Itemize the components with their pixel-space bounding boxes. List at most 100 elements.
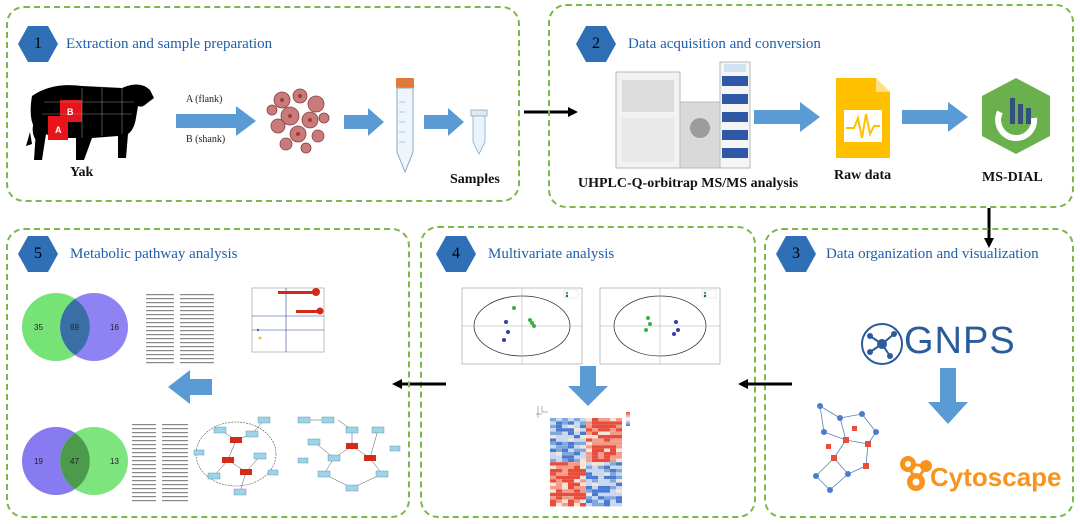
venn-diagram-top: 35 69 16 — [22, 293, 128, 361]
shank-label: B (shank) — [186, 134, 226, 145]
heatmap-cell — [598, 438, 604, 442]
heatmap-cell — [598, 428, 604, 432]
table-line — [132, 460, 156, 462]
heatmap-cell — [550, 489, 556, 493]
heatmap-cell — [550, 486, 556, 490]
heatmap-cell — [610, 486, 616, 490]
table-line — [180, 338, 214, 340]
table-line — [146, 362, 174, 364]
heatmap-cell — [580, 431, 586, 435]
heatmap-cell — [550, 438, 556, 442]
heatmap-cell — [592, 445, 598, 449]
heatmap-cell — [610, 421, 616, 425]
venn-diagram-bottom: 19 47 13 — [22, 427, 128, 495]
yak-label: Yak — [70, 165, 94, 180]
heatmap-cell — [568, 472, 574, 476]
table-line — [132, 472, 156, 474]
heatmap-cell — [574, 499, 580, 503]
heatmap-cell — [556, 435, 562, 439]
table-line — [162, 456, 188, 458]
table-line — [132, 468, 156, 470]
table-line — [162, 484, 188, 486]
table-line — [180, 330, 214, 332]
table-line — [180, 310, 214, 312]
table-line — [162, 480, 188, 482]
table-line — [162, 464, 188, 466]
heatmap-cell — [568, 475, 574, 480]
table-line — [180, 346, 214, 348]
heatmap-cell — [580, 435, 586, 439]
heatmap-cell — [586, 428, 592, 432]
heatmap-cell — [610, 431, 616, 435]
venn-top-right-count: 16 — [110, 323, 119, 332]
heatmap-cell — [550, 445, 556, 449]
heatmap-cell — [616, 445, 622, 449]
heatmap-cell — [580, 496, 586, 500]
heatmap-cell — [562, 472, 568, 476]
venn-top-shared-count: 69 — [70, 323, 79, 332]
table-line — [146, 294, 174, 296]
heatmap-cell — [550, 435, 556, 439]
heatmap-cell — [568, 482, 574, 486]
panel-extraction — [6, 6, 520, 202]
heatmap-cell — [580, 452, 586, 456]
table-line — [146, 326, 174, 328]
heatmap-cell — [610, 469, 616, 473]
heatmap-cell — [574, 448, 580, 452]
table-line — [132, 440, 156, 442]
heatmap-cell — [592, 499, 598, 503]
heatmap-cell — [604, 428, 610, 432]
yak-silhouette-icon: A B — [26, 84, 155, 160]
panel-1-title: Extraction and sample preparation — [66, 36, 273, 52]
heatmap-cell — [568, 431, 574, 435]
heatmap-cell — [598, 435, 604, 439]
heatmap-cell — [556, 503, 562, 507]
heatmap-cell — [616, 486, 622, 490]
heatmap-cell — [616, 462, 622, 466]
heatmap-cell — [586, 418, 592, 422]
heatmap-cell — [556, 475, 562, 480]
heatmap-cell — [550, 482, 556, 486]
heatmap-cell — [604, 469, 610, 473]
heatmap-cell — [562, 503, 568, 507]
heatmap-cell — [604, 479, 610, 483]
heatmap-cell — [550, 462, 556, 466]
heatmap-cell — [592, 421, 598, 425]
heatmap-cell — [604, 424, 610, 429]
heatmap-cell — [616, 435, 622, 439]
gnps-logo-text: GNPS — [904, 320, 1016, 362]
heatmap-cell — [556, 438, 562, 442]
heatmap-cell — [598, 455, 604, 459]
table-line — [162, 444, 188, 446]
heatmap-cell — [568, 489, 574, 493]
heatmap-cell — [616, 492, 622, 497]
table-line — [180, 342, 214, 344]
heatmap-cell — [616, 424, 622, 429]
table-line — [146, 310, 174, 312]
heatmap-cell — [592, 458, 598, 463]
heatmap-cell — [568, 465, 574, 469]
heatmap-cell — [568, 452, 574, 456]
heatmap-cell — [610, 479, 616, 483]
heatmap-cell — [598, 462, 604, 466]
heatmap-cell — [556, 482, 562, 486]
heatmap-cell — [580, 469, 586, 473]
molecular-network-icon — [813, 403, 879, 493]
heatmap-cell — [574, 472, 580, 476]
panel-2-title: Data acquisition and conversion — [628, 36, 821, 52]
arrow-right-icon — [344, 108, 384, 136]
heatmap-cell — [586, 482, 592, 486]
heatmap-cell — [550, 458, 556, 463]
heatmap-cell — [562, 431, 568, 435]
arrow-left-icon — [168, 370, 212, 404]
table-line — [162, 424, 188, 426]
heatmap-cell — [586, 424, 592, 429]
heatmap-cell — [580, 489, 586, 493]
table-line — [146, 358, 174, 360]
raw-data-file-icon — [836, 78, 890, 158]
heatmap-cell — [592, 435, 598, 439]
opls-da-score-plot — [599, 287, 721, 365]
heatmap-cell — [568, 455, 574, 459]
heatmap-cell — [580, 475, 586, 480]
heatmap-cell — [580, 455, 586, 459]
